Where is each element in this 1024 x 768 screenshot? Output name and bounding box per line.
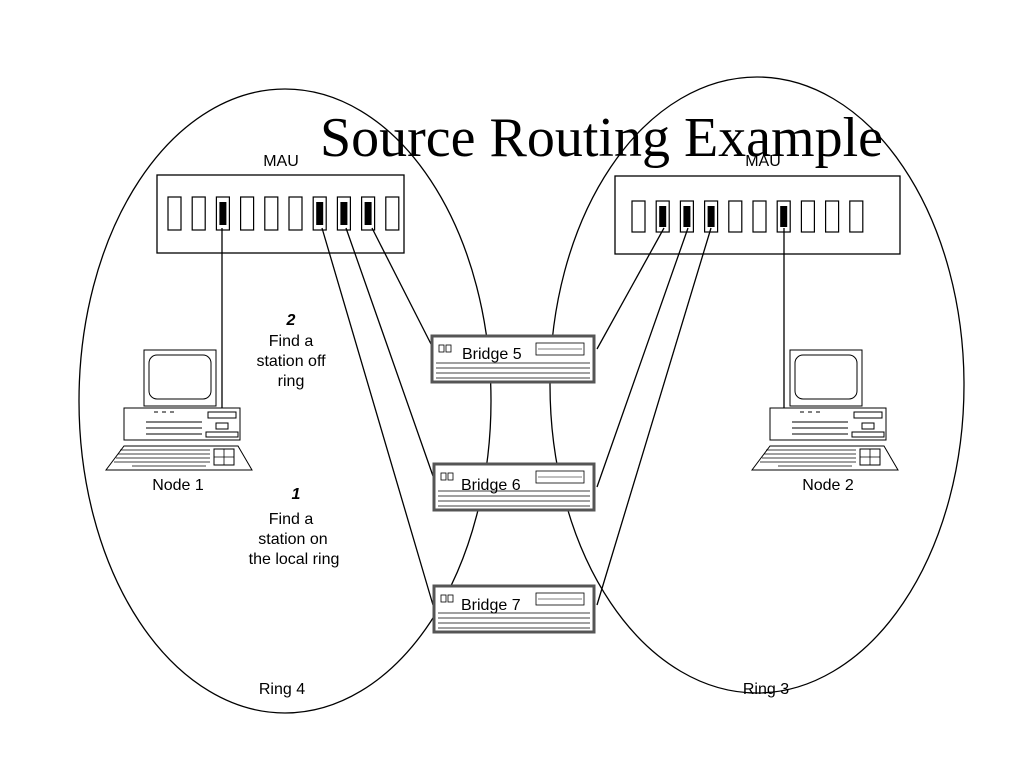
bridge-7-icon — [432, 584, 596, 634]
bridge-7-label: Bridge 7 — [461, 597, 521, 614]
node-2-label: Node 2 — [802, 477, 854, 494]
mau-port — [752, 200, 767, 233]
mau-port — [288, 196, 303, 231]
node-2-computer-icon — [751, 349, 899, 471]
mau-to-bridge5-line — [371, 227, 433, 347]
mau-left-label: MAU — [263, 153, 299, 170]
step-1-line-3: the local ring — [249, 551, 340, 568]
ring-4-ellipse — [78, 88, 492, 714]
mau-port-plug — [780, 206, 788, 227]
step-2-line-1: Find a — [269, 333, 314, 350]
mau-left-ports — [167, 196, 400, 231]
ring-3-label: Ring 3 — [743, 681, 789, 698]
step-1-line-2: station on — [258, 531, 327, 548]
mau-port — [191, 196, 206, 231]
mau-port-plug — [364, 202, 372, 225]
step-2-line-3: ring — [278, 373, 305, 390]
bridge-5-icon — [430, 334, 596, 384]
mau-to-bridge6-line — [345, 227, 434, 477]
bridge-6-label: Bridge 6 — [461, 477, 521, 494]
bridge7-to-mau-line — [596, 227, 712, 606]
mau-right-ports — [631, 200, 864, 233]
mau-port-plug — [316, 202, 324, 225]
mau-port-plug — [340, 202, 348, 225]
bridge-6-icon — [432, 462, 596, 512]
bridge-5-label: Bridge 5 — [462, 346, 522, 363]
step-2-number: 2 — [286, 312, 296, 329]
bridge6-to-mau-line — [596, 227, 689, 488]
mau-port-plug — [707, 206, 715, 227]
mau-port — [849, 200, 864, 233]
mau-port — [800, 200, 816, 233]
node-1-computer-icon — [105, 349, 253, 471]
slide-title: Source Routing Example — [320, 107, 883, 169]
bridge5-to-mau-line — [596, 227, 665, 350]
mau-port — [264, 196, 279, 231]
ring-4-label: Ring 4 — [259, 681, 305, 698]
mau-port — [824, 200, 840, 233]
mau-port — [385, 196, 400, 231]
mau-port — [240, 196, 255, 231]
mau-port-plug — [219, 202, 227, 225]
mau-port-plug — [683, 206, 691, 227]
node-1-label: Node 1 — [152, 477, 204, 494]
step-2-line-2: station off — [256, 353, 326, 370]
mau-to-bridge7-line — [321, 227, 434, 606]
step-1-number: 1 — [292, 486, 301, 503]
ring-3-ellipse — [549, 76, 965, 694]
mau-port — [728, 200, 743, 233]
mau-port-plug — [659, 206, 667, 227]
step-1-line-1: Find a — [269, 511, 314, 528]
mau-right-label: MAU — [745, 153, 781, 170]
mau-port — [167, 196, 182, 231]
mau-port — [631, 200, 646, 233]
